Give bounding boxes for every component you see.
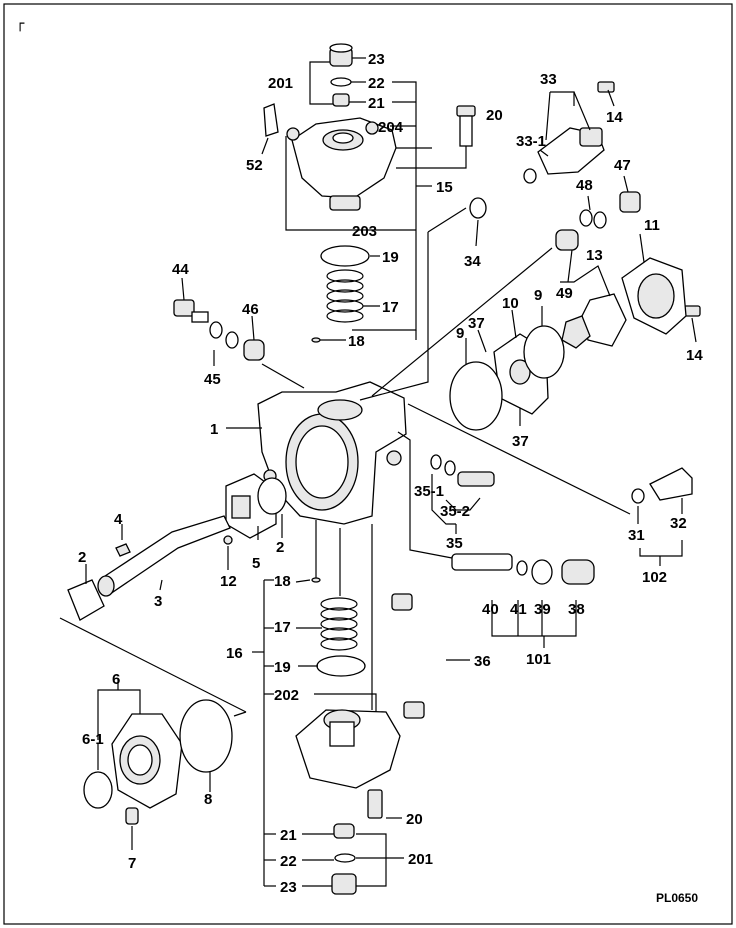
alignment-lines — [59, 207, 631, 717]
label-33: 33 — [540, 71, 557, 88]
label-19-bottom: 19 — [274, 659, 291, 676]
top-cover-assembly — [263, 43, 476, 211]
label-35: 35 — [446, 535, 463, 552]
label-9-left: 9 — [456, 325, 464, 342]
label-2-left: 2 — [78, 549, 86, 566]
label-14-top: 14 — [606, 109, 623, 126]
label-9-right: 9 — [534, 287, 542, 304]
label-16: 16 — [226, 645, 243, 662]
label-4: 4 — [114, 511, 123, 528]
label-21-top: 21 — [368, 95, 385, 112]
label-36: 36 — [474, 653, 491, 670]
label-201-top: 201 — [268, 75, 293, 92]
label-35-2: 35-2 — [440, 503, 470, 520]
label-203: 203 — [352, 223, 377, 240]
label-2-right: 2 — [276, 539, 284, 556]
label-11: 11 — [644, 217, 660, 234]
diagram-frame — [3, 3, 733, 925]
label-37-top: 37 — [468, 315, 485, 332]
label-33-1: 33-1 — [516, 133, 546, 150]
label-38: 38 — [568, 601, 585, 618]
label-18-top: 18 — [348, 333, 365, 350]
part-labels: 23 201 22 21 204 20 52 15 203 19 17 18 3… — [78, 51, 703, 905]
label-3: 3 — [154, 593, 162, 610]
label-10: 10 — [502, 295, 519, 312]
label-40: 40 — [482, 601, 499, 618]
label-46: 46 — [242, 301, 259, 318]
label-18-bottom: 18 — [274, 573, 291, 590]
label-1: 1 — [210, 421, 218, 438]
label-45: 45 — [204, 371, 221, 388]
bottom-cover-assembly — [295, 577, 401, 895]
upper-spring-set — [311, 245, 370, 343]
label-31: 31 — [628, 527, 645, 544]
label-201-bottom: 201 — [408, 851, 433, 868]
leader-lines — [85, 57, 697, 887]
label-202: 202 — [274, 687, 299, 704]
main-housing — [257, 381, 407, 525]
label-6-1: 6-1 — [82, 731, 104, 748]
label-44: 44 — [172, 261, 189, 278]
front-cover-assembly — [83, 699, 233, 825]
label-21-bottom: 21 — [280, 827, 297, 844]
label-14-right: 14 — [686, 347, 703, 364]
label-48: 48 — [576, 177, 593, 194]
label-35-1: 35-1 — [414, 483, 444, 500]
label-101: 101 — [526, 651, 551, 668]
label-6: 6 — [112, 671, 120, 688]
label-52: 52 — [246, 157, 263, 174]
right-pump-parts — [430, 81, 701, 585]
label-49: 49 — [556, 285, 573, 302]
label-12: 12 — [220, 573, 237, 590]
label-22-bottom: 22 — [280, 853, 297, 870]
label-23-top: 23 — [368, 51, 385, 68]
shaft-assembly — [67, 473, 287, 621]
label-5: 5 — [252, 555, 260, 572]
label-32: 32 — [670, 515, 687, 532]
label-22-top: 22 — [368, 75, 385, 92]
label-23-bottom: 23 — [280, 879, 297, 896]
label-20-bottom: 20 — [406, 811, 423, 828]
label-8: 8 — [204, 791, 212, 808]
bolt-44-set — [173, 299, 265, 361]
label-102: 102 — [642, 569, 667, 586]
pipe-36 — [391, 590, 448, 719]
label-15: 15 — [436, 179, 453, 196]
label-41: 41 — [510, 601, 527, 618]
label-47: 47 — [614, 157, 631, 174]
label-20-top: 20 — [486, 107, 503, 124]
label-17-bottom: 17 — [274, 619, 291, 636]
label-34: 34 — [464, 253, 481, 270]
label-39: 39 — [534, 601, 551, 618]
reference-code: PL0650 — [656, 891, 698, 905]
label-37-bottom: 37 — [512, 433, 529, 450]
label-7: 7 — [128, 855, 136, 872]
corner-mark: ┌ — [16, 16, 25, 32]
label-204: 204 — [378, 119, 404, 136]
label-17-top: 17 — [382, 299, 399, 316]
label-13: 13 — [586, 247, 603, 264]
label-19-top: 19 — [382, 249, 399, 266]
